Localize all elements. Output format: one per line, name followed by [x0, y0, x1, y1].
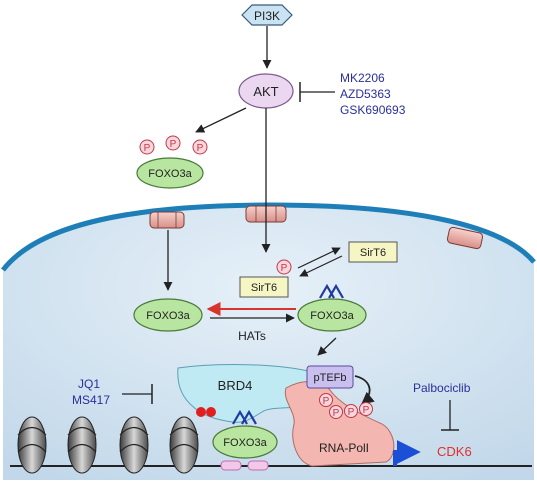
svg-text:P: P	[197, 143, 204, 154]
svg-text:SirT6: SirT6	[251, 282, 277, 294]
arrow-akt-foxo3a	[195, 107, 247, 133]
acetyl-mark	[232, 409, 257, 425]
phospho-mark: P	[139, 139, 155, 155]
phospho-mark: P	[165, 135, 181, 151]
pi3k-label: PI3K	[254, 9, 280, 23]
phospho-mark: P	[192, 139, 208, 155]
acetyl-lysine-mark	[196, 407, 206, 417]
acetyl-lysine-mark	[206, 407, 216, 417]
pi3k-node: PI3K	[241, 4, 293, 26]
nuclear-membrane	[1, 202, 536, 272]
svg-text:P: P	[281, 263, 288, 274]
foxo3a-dna-bound: FOXO3a	[212, 425, 278, 459]
cdk6-label: CDK6	[437, 444, 472, 459]
svg-text:P: P	[363, 405, 370, 416]
svg-text:FOXO3a: FOXO3a	[310, 310, 354, 322]
foxo3a-nuclear: FOXO3a	[133, 298, 203, 332]
akt-inhibitor-1: MK2206	[340, 71, 385, 85]
nucleosome	[169, 416, 199, 474]
ptefb-node: pTEFb	[306, 365, 354, 389]
brd4-label: BRD4	[218, 378, 253, 393]
phospho-mark: P	[344, 404, 358, 418]
svg-text:SirT6: SirT6	[360, 247, 386, 259]
cdk6-inhibitor: Palbociclib	[413, 381, 471, 395]
membrane-channel	[446, 226, 484, 250]
nucleosome	[17, 416, 47, 474]
arrow-sirt6-bind	[299, 255, 343, 277]
hats-label: HATs	[238, 329, 266, 343]
phospho-mark: P	[329, 405, 343, 419]
svg-text:FOXO3a: FOXO3a	[146, 310, 190, 322]
sirt6-top: SirT6	[348, 241, 398, 263]
svg-text:P: P	[170, 139, 177, 150]
sirt6-mid: SirT6	[239, 276, 289, 298]
foxo3a-cytoplasm: FOXO3a	[136, 157, 204, 189]
svg-text:pTEFb: pTEFb	[313, 372, 346, 384]
arrow-foxo3a-chromatin	[317, 337, 337, 356]
arrow-ptefb-phosphorylation	[354, 375, 375, 405]
nucleosome	[119, 416, 149, 474]
nucleus	[3, 205, 534, 480]
phospho-mark: P	[319, 393, 333, 407]
arrow-sirt6-release	[297, 247, 341, 269]
acetyl-mark	[319, 283, 344, 299]
svg-text:FOXO3a: FOXO3a	[148, 168, 192, 180]
foxo3a-acetylated: FOXO3a	[297, 298, 367, 332]
akt-inhibitor-2: AZD5363	[340, 87, 391, 101]
svg-text:P: P	[333, 408, 340, 419]
akt-node: AKT	[238, 73, 294, 109]
svg-text:FOXO3a: FOXO3a	[223, 437, 267, 449]
membrane-channel	[149, 211, 185, 229]
akt-inhibitor-3: GSK690693	[340, 103, 406, 117]
transcription-start-arrow	[393, 440, 421, 466]
dna-binding-element	[220, 460, 269, 471]
svg-text:P: P	[348, 407, 355, 418]
nucleosome	[67, 416, 97, 474]
phospho-mark: P	[359, 402, 373, 416]
rna-pol-label: RNA-PolI	[319, 441, 369, 455]
brd4-inhibitor-1: JQ1	[78, 377, 100, 391]
svg-text:P: P	[144, 143, 151, 154]
svg-text:P: P	[323, 396, 330, 407]
akt-label: AKT	[253, 84, 278, 99]
phospho-mark: P	[276, 259, 292, 275]
brd4-inhibitor-2: MS417	[72, 393, 110, 407]
